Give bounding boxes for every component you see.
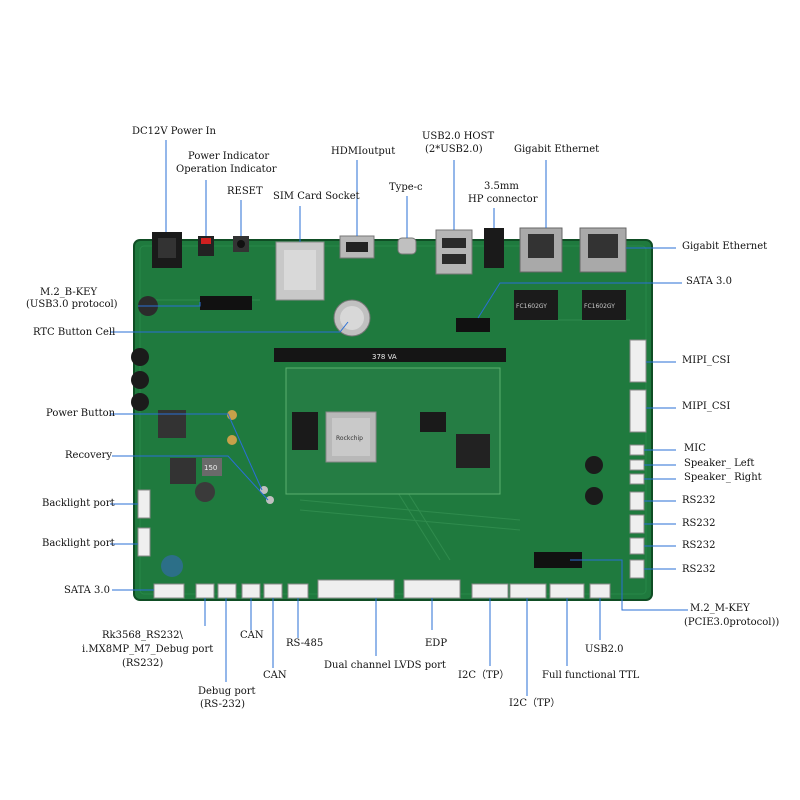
label-mic: MIC — [684, 443, 706, 454]
som-slot — [274, 348, 506, 362]
label-speaker-right: Speaker_ Right — [684, 472, 762, 483]
mipi-connector-2 — [629, 389, 647, 433]
label-lvds: Dual channel LVDS port — [324, 660, 446, 671]
eth-chip-2-text: FC1602GY — [584, 303, 615, 310]
label-i2c-1: I2C（TP） — [458, 670, 510, 681]
typec-port — [397, 237, 417, 255]
hp-jack — [484, 228, 504, 268]
label-rs232-1: RS232 — [682, 495, 716, 506]
label-speaker-left: Speaker_ Left — [684, 458, 755, 469]
label-recovery: Recovery — [65, 450, 113, 461]
sata-connector — [456, 318, 490, 332]
label-debug2-b: (RS-232) — [200, 699, 246, 710]
label-rs232-4: RS232 — [682, 564, 716, 575]
label-sata-right: SATA 3.0 — [686, 276, 732, 287]
sata-left-connector — [153, 583, 185, 599]
label-sata-left: SATA 3.0 — [64, 585, 110, 596]
label-edp: EDP — [425, 638, 448, 649]
label-hp-35: 3.5mm — [484, 181, 519, 192]
label-mipi-2: MIPI_CSI — [682, 401, 731, 412]
label-rtc: RTC Button Cell — [33, 327, 116, 338]
label-sim: SIM Card Socket — [273, 191, 360, 202]
inductor-code: 150 — [204, 464, 217, 472]
label-gbe-top: Gigabit Ethernet — [514, 144, 600, 155]
label-gbe-right: Gigabit Ethernet — [682, 241, 768, 252]
label-debug1-a: Rk3568_RS232\ — [102, 630, 183, 641]
backlight-connector-2 — [137, 527, 151, 557]
backlight-connector-1 — [137, 489, 151, 519]
eth-chip-1-text: FC1602GY — [516, 303, 547, 310]
label-debug2-a: Debug port — [198, 686, 256, 697]
label-dc12v: DC12V Power In — [132, 126, 216, 137]
label-hp-conn: HP connector — [468, 194, 538, 205]
som-chip — [456, 434, 490, 468]
label-usb20-host: USB2.0 HOST — [422, 131, 495, 142]
leader-lines — [110, 140, 688, 696]
edp-connector — [403, 579, 461, 599]
label-rs485: RS-485 — [286, 638, 324, 649]
som-module — [285, 367, 501, 495]
mipi-connector-1 — [629, 339, 647, 383]
label-power-indicator: Power Indicator — [188, 151, 270, 162]
label-debug1-b: i.MX8MP_M7_Debug port — [82, 644, 214, 655]
m2-bkey-slot — [200, 296, 252, 310]
label-hdmi: HDMIoutput — [331, 146, 396, 157]
label-usb20-host-sub: (2*USB2.0) — [425, 144, 483, 155]
label-reset: RESET — [227, 186, 263, 197]
soc-brand: Rockchip — [336, 435, 363, 442]
eth-chip-1 — [514, 290, 558, 320]
label-m2-mkey-sub: (PCIE3.0protocol)) — [684, 617, 780, 628]
label-i2c-2: I2C（TP） — [509, 698, 561, 709]
label-m2-mkey: M.2_M-KEY — [690, 603, 750, 614]
label-ttl: Full functional TTL — [542, 670, 640, 681]
label-m2-bkey: M.2_B-KEY — [40, 287, 98, 298]
label-mipi-1: MIPI_CSI — [682, 355, 731, 366]
label-m2-bkey-sub: (USB3.0 protocol) — [26, 299, 118, 310]
eth-chip-2 — [582, 290, 626, 320]
label-backlight-1: Backlight port — [42, 498, 115, 509]
ram-chip — [292, 412, 318, 450]
label-rs232-3: RS232 — [682, 540, 716, 551]
slot-marking: 378 VA — [372, 353, 397, 361]
label-operation-indicator: Operation Indicator — [176, 164, 277, 175]
usb-host-port — [435, 229, 473, 275]
lvds-connector — [317, 579, 395, 599]
label-typec: Type-c — [389, 182, 423, 193]
label-usb20: USB2.0 — [585, 644, 624, 655]
label-can-2: CAN — [263, 670, 287, 681]
label-power-button: Power Button — [46, 408, 116, 419]
label-rs232-2: RS232 — [682, 518, 716, 529]
label-debug1-c: (RS232) — [122, 658, 164, 669]
label-backlight-2: Backlight port — [42, 538, 115, 549]
label-can-1: CAN — [240, 630, 264, 641]
m2-mkey-slot — [534, 552, 582, 568]
